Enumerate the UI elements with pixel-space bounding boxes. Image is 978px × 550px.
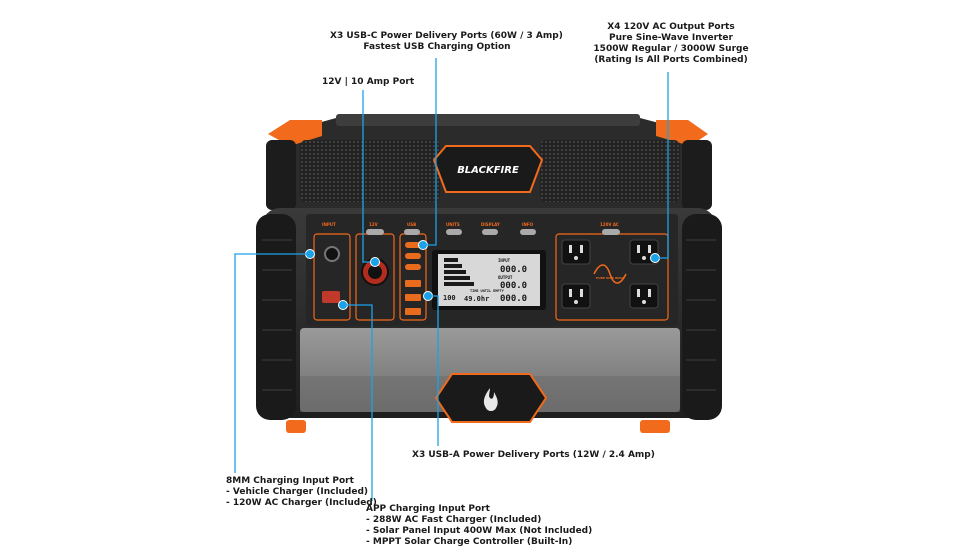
callout-app-line: - 288W AC Fast Charger (Included) [366,515,542,525]
leader-app [347,304,373,501]
ac-outlets [561,239,659,309]
corner-orange-right [656,120,708,146]
leader-12v [362,90,370,263]
sine-wave-icon [593,264,627,284]
battery-bars [444,258,474,286]
lcd-output-label: OUTPUT [498,275,513,280]
foot-left [286,420,306,433]
usba-port [405,294,421,301]
corner-orange-left [268,120,322,146]
callout-ac-line: Pure Sine-Wave Inverter [609,33,733,43]
flame-badge [434,373,548,423]
lcd-battery-pct: 100 [443,294,456,302]
label-info: INFO [522,222,534,227]
lcd-input-value: 000.0 [500,265,527,275]
usba-port [405,280,421,287]
flame-icon [483,388,498,411]
usbc-port [405,264,421,270]
leader-8mm [234,253,306,473]
leader-ac [659,72,669,259]
speaker-grille-right [540,140,680,202]
dc-8mm-port [324,246,340,262]
callout-app-line: - MPPT Solar Charge Controller (Built-In… [366,537,573,547]
app-input-port [322,291,340,303]
foot-right [640,420,670,433]
usbc-port [405,242,421,248]
lcd-time-label: TIME UNTIL EMPTY [470,289,505,293]
callout-usbc-line: Fastest USB Charging Option [363,42,511,52]
leader-usba [432,295,439,446]
info-button [520,229,536,235]
logo-badge [432,145,544,193]
callout-usbc: X3 USB-C Power Delivery Ports (60W / 3 A… [330,31,563,53]
speaker-grille-left [300,140,440,202]
leader-usbc [427,58,437,246]
callout-ac-line: 1500W Regular / 3000W Surge [593,44,749,54]
lcd-bottom-value: 000.0 [500,294,527,304]
units-button [446,229,462,235]
label-sine: PURE SINE WAVE [596,276,625,280]
lcd-input-label: INPUT [498,258,511,263]
label-usb: USB [407,222,416,227]
bumper-left [256,214,296,420]
input-section [313,233,351,321]
callout-8mm: 8MM Charging Input Port - Vehicle Charge… [226,476,377,509]
callout-ac: X4 120V AC Output Ports Pure Sine-Wave I… [592,22,750,66]
usba-port [405,308,421,315]
callout-12v: 12V | 10 Amp Port [322,77,414,88]
label-units: UNITS [446,222,460,227]
bumper-right [682,214,722,420]
callout-ac-line: X4 120V AC Output Ports [607,22,735,32]
label-120v-ac: 120V AC [600,222,619,227]
callout-usba-line: X3 USB-A Power Delivery Ports (12W / 2.4… [412,450,655,460]
callout-8mm-line: - 120W AC Charger (Included) [226,498,377,508]
callout-12v-line: 12V | 10 Amp Port [322,77,415,87]
callout-8mm-line: - Vehicle Charger (Included) [226,487,369,497]
callout-8mm-line: 8MM Charging Input Port [226,476,354,486]
callout-usba: X3 USB-A Power Delivery Ports (12W / 2.4… [412,450,655,461]
label-display: DISPLAY [481,222,500,227]
callout-app-line: APP Charging Input Port [366,504,490,514]
display-button [482,229,498,235]
label-input: INPUT [322,222,336,227]
callout-app: APP Charging Input Port - 288W AC Fast C… [366,504,592,548]
callout-ac-line: (Rating Is All Ports Combined) [594,55,748,65]
callout-usbc-line: X3 USB-C Power Delivery Ports (60W / 3 A… [330,31,563,41]
usbc-port [405,253,421,259]
lcd-time-value: 49.0hr [464,295,489,303]
brand-logo: BLACKFIRE [457,165,519,176]
callout-dot-12v [370,257,380,267]
lcd-output-value: 000.0 [500,281,527,291]
callout-app-line: - Solar Panel Input 400W Max (Not Includ… [366,526,593,536]
label-12v: 12V [369,222,379,227]
